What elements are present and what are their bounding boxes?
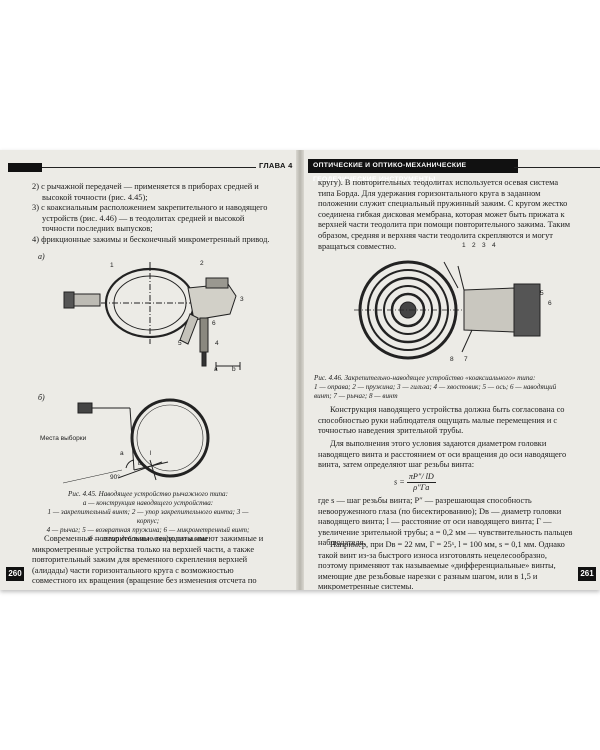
callout: 2 <box>472 242 476 249</box>
callout: 7 <box>464 356 468 363</box>
callout: 5 <box>178 340 182 347</box>
figure-caption-4-46: Рис. 4.46. Закрепительно-наводящее устро… <box>314 374 574 401</box>
figure-4-46 <box>354 260 541 360</box>
annotation-place: Места выборки <box>40 435 87 442</box>
annotation-angle: 90° <box>110 474 120 481</box>
header-rule-right <box>514 167 600 168</box>
page-number-left: 260 <box>6 567 24 581</box>
callout: 2 <box>200 260 204 267</box>
caption-line: 4 — рычаг; 5 — возвратная пружина; 6 — м… <box>46 526 250 534</box>
figure-4-45 <box>62 262 241 484</box>
section-header: ОПТИЧЕСКИЕ И ОПТИКО-МЕХАНИЧЕСКИЕ ГЕОДЕЗИ… <box>308 159 518 183</box>
formula-thread-pitch: s = πP″/ lD ρ″Гa <box>394 472 436 493</box>
caption-line: а — конструкция наводящего устройства: <box>82 499 214 507</box>
list-item: 3) с коаксиальным расположением закрепит… <box>32 203 268 234</box>
callout: 6 <box>212 320 216 327</box>
caption-line: 1 — оправа; 2 — пружина; 3 — гильза; 4 —… <box>314 383 557 391</box>
figure-caption-4-45: Рис. 4.45. Наводящее устройство рычажног… <box>38 490 258 544</box>
formula-numerator: πP″/ lD <box>406 472 436 483</box>
caption-line: винт; 7 — рычаг; 8 — винт <box>314 392 398 400</box>
figure-label-b: б) <box>38 393 45 402</box>
right-paragraph-2: Для выполнения этого условия задаются ди… <box>318 439 567 470</box>
list-item: 4) фрикционные зажимы и бесконечный микр… <box>32 234 270 244</box>
formula-denominator: ρ″Гa <box>413 483 430 492</box>
callout: a <box>120 450 124 457</box>
callout: a <box>214 366 218 373</box>
callout: 6 <box>548 300 552 307</box>
formula-fraction: πP″/ lD ρ″Гa <box>406 472 436 493</box>
formula-lhs: s = <box>394 477 405 487</box>
book-spread: ГЛАВА 4 2) с рычажной передачей — примен… <box>0 150 600 590</box>
right-paragraph-4: Например, при Dв = 22 мм, Г = 25ˣ, l = 1… <box>318 540 565 590</box>
right-paragraph-1: Конструкция наводящего устройства должна… <box>318 405 565 436</box>
caption-line: 1 — закрепительный винт; 2 — упор закреп… <box>47 508 249 525</box>
callout: 8 <box>450 356 454 363</box>
callout: b <box>232 366 236 373</box>
right-paragraph-3: где s — шаг резьбы винта; P″ — разрешающ… <box>318 496 573 548</box>
callout: 3 <box>240 296 244 303</box>
chapter-label: ГЛАВА 4 <box>256 159 296 173</box>
left-list: 2) с рычажной передачей — применяется в … <box>32 182 272 246</box>
left-bottom-paragraph: Современные повторительные теодолиты име… <box>32 534 264 590</box>
callout: 3 <box>482 242 486 249</box>
header-bar-left <box>8 163 42 172</box>
callout: l <box>150 450 152 457</box>
list-item: 2) с рычажной передачей — применяется в … <box>32 182 259 202</box>
page-number-right: 261 <box>578 567 596 581</box>
callout: 1 <box>462 242 466 249</box>
figure-label-a: а) <box>38 252 45 261</box>
callout: 1 <box>110 262 114 269</box>
book-gutter <box>296 150 304 590</box>
header-rule-left <box>42 167 296 168</box>
caption-title: Рис. 4.45. Наводящее устройство рычажног… <box>68 490 228 498</box>
right-top-paragraph: кругу). В повторительных теодолитах испо… <box>318 178 571 251</box>
callout: 4 <box>215 340 219 347</box>
left-page: ГЛАВА 4 2) с рычажной передачей — примен… <box>0 150 296 590</box>
caption-line: б — схема действия наводящего винта <box>88 535 208 543</box>
callout: b <box>138 460 142 467</box>
callout: 5 <box>540 290 544 297</box>
right-page: ОПТИЧЕСКИЕ И ОПТИКО-МЕХАНИЧЕСКИЕ ГЕОДЕЗИ… <box>304 150 600 590</box>
caption-line: Рис. 4.46. Закрепительно-наводящее устро… <box>314 374 536 382</box>
callout: 4 <box>492 242 496 249</box>
